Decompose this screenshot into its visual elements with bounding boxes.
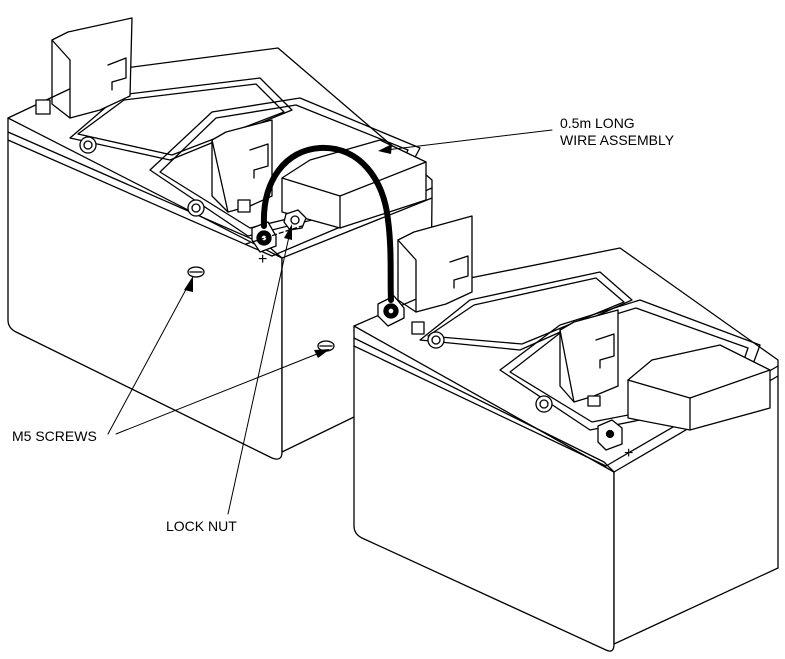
wire-assembly: [260, 144, 394, 303]
arrowhead-screw-left: [184, 276, 193, 292]
battery-left-handle-1: [51, 17, 133, 119]
arrowhead-screw-right: [314, 349, 330, 358]
label-wire-line1: 0.5m LONG: [560, 115, 635, 131]
battery-right: [317, 215, 779, 652]
label-screws: M5 SCREWS: [12, 428, 97, 444]
label-wire-line2: WIRE ASSEMBLY: [560, 132, 675, 148]
leader-lines: [107, 129, 553, 515]
polarity-plus-right: +: [624, 445, 633, 462]
battery-left-front-face: [7, 117, 283, 460]
polarity-plus-left: +: [258, 251, 267, 268]
battery-right-front-face: [353, 325, 615, 652]
arrowhead-wire: [378, 144, 392, 154]
arrowhead-locknut: [284, 224, 292, 240]
label-locknut: LOCK NUT: [166, 518, 237, 534]
locknut: [283, 209, 307, 231]
battery-right-side-face: [613, 375, 779, 645]
